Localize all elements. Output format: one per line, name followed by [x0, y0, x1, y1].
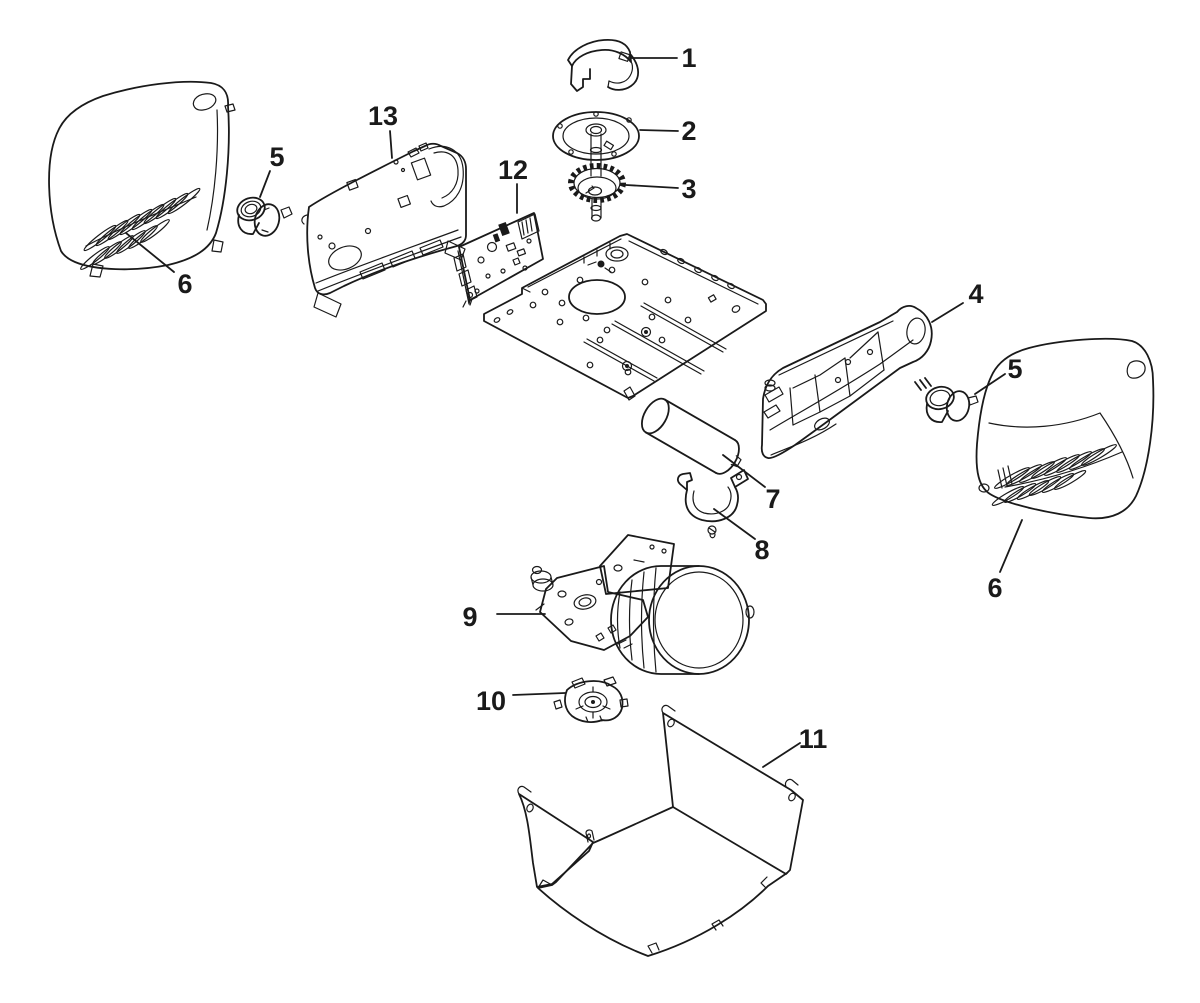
light-socket-right-drawing — [914, 377, 979, 423]
callout-label-12: 12 — [498, 155, 528, 185]
callout-labels: 1 2 3 4 5 5 6 6 7 8 9 10 11 12 13 — [177, 43, 1022, 754]
callout-label-4: 4 — [968, 279, 983, 309]
callout-label-6-right: 6 — [987, 573, 1002, 603]
bottom-cover-pan-drawing — [517, 704, 804, 957]
right-vent-cover-drawing — [975, 337, 1155, 520]
leader-line-8 — [713, 508, 756, 540]
callout-label-5-left: 5 — [269, 142, 284, 172]
callout-label-8: 8 — [754, 535, 769, 565]
callout-label-1: 1 — [681, 43, 696, 73]
callout-label-10: 10 — [476, 686, 506, 716]
screw-drawing — [707, 525, 717, 539]
callout-label-5-right: 5 — [1007, 354, 1022, 384]
capacitor-drawing — [641, 397, 742, 475]
callout-label-2: 2 — [681, 116, 696, 146]
callout-label-3: 3 — [681, 174, 696, 204]
rpm-sensor-drawing — [553, 676, 629, 723]
leader-line-10 — [512, 692, 566, 696]
leader-line-6-left — [125, 232, 175, 273]
leader-line-7 — [722, 454, 766, 488]
light-socket-left-drawing — [236, 196, 293, 237]
leader-line-3 — [625, 184, 679, 189]
leader-line-4 — [931, 302, 964, 323]
leader-line-13 — [389, 130, 393, 159]
drive-gear-drawing — [568, 163, 626, 222]
leader-lines — [125, 57, 1023, 768]
leader-line-2 — [639, 129, 679, 132]
shaft-collar-clamp-drawing — [567, 39, 640, 92]
motor-assembly-drawing — [530, 534, 755, 675]
callout-label-11: 11 — [799, 724, 828, 754]
chassis-plate-drawing — [483, 233, 767, 401]
callout-label-6-left: 6 — [177, 269, 192, 299]
callout-label-9: 9 — [462, 602, 477, 632]
callout-label-13: 13 — [368, 101, 398, 131]
capacitor-strap-drawing — [676, 469, 749, 523]
leader-line-5-right — [974, 373, 1006, 395]
pulley-flange-drawing — [552, 111, 640, 177]
left-side-panel-drawing — [301, 142, 467, 318]
callout-label-7: 7 — [765, 484, 780, 514]
leader-line-11 — [762, 742, 801, 768]
leader-line-6-right — [999, 519, 1023, 573]
circuit-board-drawing — [453, 212, 544, 308]
left-vent-cover-drawing — [48, 80, 236, 278]
leader-line-5-left — [259, 170, 271, 198]
right-side-panel-drawing — [760, 305, 933, 459]
